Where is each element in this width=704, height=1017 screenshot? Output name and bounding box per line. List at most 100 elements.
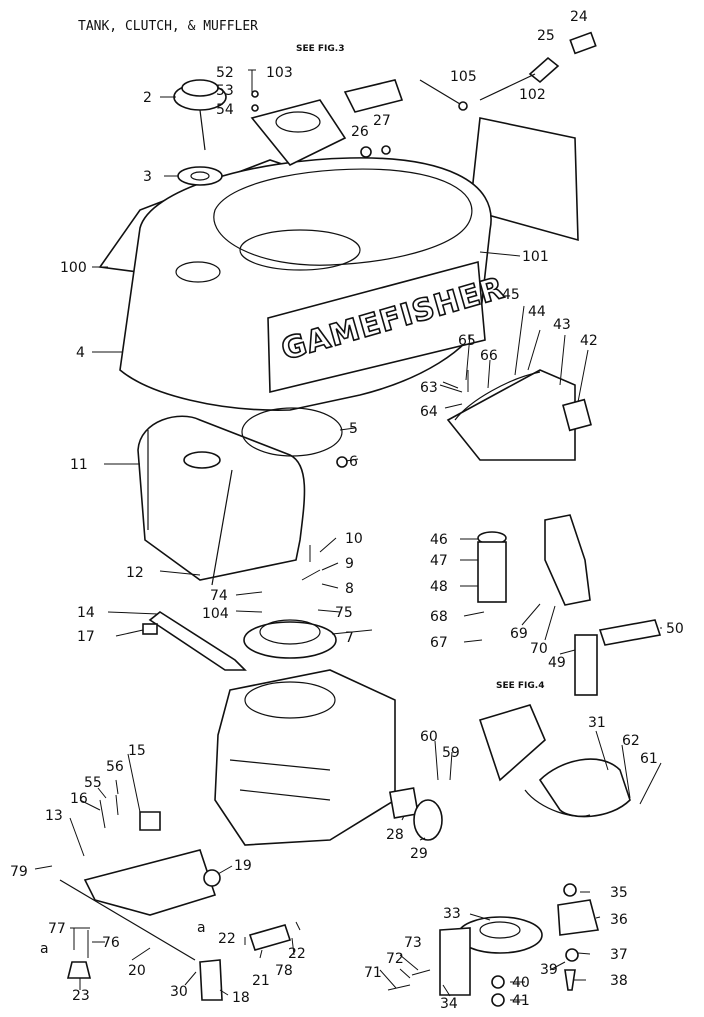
callout-46: 46 xyxy=(430,532,448,548)
arrow-a-left: a xyxy=(40,941,49,957)
sleeve-47-48 xyxy=(477,541,507,603)
pad-17 xyxy=(142,623,158,635)
callout-3: 3 xyxy=(143,169,152,185)
callout-45: 45 xyxy=(502,287,520,303)
callout-31: 31 xyxy=(588,715,606,731)
callout-12: 12 xyxy=(126,565,144,581)
fuel-cap-gasket-hole xyxy=(190,171,210,181)
callout-61: 61 xyxy=(640,751,658,767)
callout-9: 9 xyxy=(345,556,354,572)
starter-handle xyxy=(343,79,404,113)
see-fig-4-note: SEE FIG.4 xyxy=(496,681,544,691)
nut-23 xyxy=(66,961,92,979)
bolt-52 xyxy=(248,69,256,96)
callout-77: 77 xyxy=(48,921,66,937)
see-fig-3-note: SEE FIG.3 xyxy=(296,44,344,54)
washer-35 xyxy=(563,883,577,897)
callout-101: 101 xyxy=(522,249,549,265)
callout-60: 60 xyxy=(420,729,438,745)
callout-76: 76 xyxy=(102,935,120,951)
fuel-connector-line xyxy=(479,73,536,101)
washer-54 xyxy=(251,104,259,112)
cover-opening xyxy=(239,229,361,271)
callout-64: 64 xyxy=(420,404,438,420)
exhaust-pipe xyxy=(544,514,591,606)
callout-15: 15 xyxy=(128,743,146,759)
muffler-cover xyxy=(446,369,576,461)
callout-18: 18 xyxy=(232,990,250,1006)
callout-14: 14 xyxy=(77,605,95,621)
callout-74: 74 xyxy=(210,588,228,604)
callout-7: 7 xyxy=(345,630,354,646)
clutch-hub xyxy=(479,921,521,939)
fuel-cap-top xyxy=(181,79,219,97)
callout-21: 21 xyxy=(252,973,270,989)
callout-43: 43 xyxy=(553,317,571,333)
tank-straps xyxy=(147,430,233,586)
callout-23: 23 xyxy=(72,988,90,1004)
bracket-50 xyxy=(598,619,662,646)
callout-22b: 22 xyxy=(288,946,306,962)
callout-11: 11 xyxy=(70,457,88,473)
callout-47: 47 xyxy=(430,553,448,569)
callout-10: 10 xyxy=(345,531,363,547)
callout-53: 53 xyxy=(216,83,234,99)
callout-27: 27 xyxy=(373,113,391,129)
screws-71-73 xyxy=(387,969,431,991)
callout-16: 16 xyxy=(70,791,88,807)
sleeve-21 xyxy=(248,924,292,951)
callout-65: 65 xyxy=(458,333,476,349)
callout-62: 62 xyxy=(622,733,640,749)
screws-63-65 xyxy=(439,370,469,393)
callout-103: 103 xyxy=(266,65,293,81)
cylinder-bore xyxy=(244,681,336,719)
pad-15 xyxy=(139,811,161,831)
callout-20: 20 xyxy=(128,963,146,979)
callout-79: 79 xyxy=(10,864,28,880)
gasket-5 xyxy=(241,407,343,457)
callout-33: 33 xyxy=(443,906,461,922)
callout-70: 70 xyxy=(530,641,548,657)
callout-35: 35 xyxy=(610,885,628,901)
nut-40 xyxy=(491,975,505,989)
gasket-42 xyxy=(562,398,592,432)
callout-102: 102 xyxy=(519,87,546,103)
callout-19: 19 xyxy=(234,858,252,874)
washer-27 xyxy=(381,145,391,155)
pulley-hub xyxy=(259,619,321,645)
callout-29: 29 xyxy=(410,846,428,862)
muffler-elbow xyxy=(524,789,591,817)
tube-49 xyxy=(574,634,598,696)
carburetor xyxy=(478,704,546,782)
connector-25 xyxy=(528,56,560,84)
callout-25: 25 xyxy=(537,28,555,44)
washer-41 xyxy=(491,993,505,1007)
callout-labels: 24 25 52 103 105 102 2 53 54 26 27 3 101… xyxy=(10,9,684,1012)
callout-69: 69 xyxy=(510,626,528,642)
fill-hole xyxy=(175,261,221,283)
bolts-9-10 xyxy=(301,545,321,581)
callout-30: 30 xyxy=(170,984,188,1000)
gasket-28 xyxy=(388,787,420,819)
callout-54: 54 xyxy=(216,102,234,118)
callout-67: 67 xyxy=(430,635,448,651)
callout-5: 5 xyxy=(349,421,358,437)
choke-rod xyxy=(419,79,461,105)
callout-75: 75 xyxy=(335,605,353,621)
callout-36: 36 xyxy=(610,912,628,928)
strap-14 xyxy=(148,611,247,671)
callout-68: 68 xyxy=(430,609,448,625)
callout-55: 55 xyxy=(84,775,102,791)
intake-29 xyxy=(413,799,443,841)
callout-78: 78 xyxy=(275,963,293,979)
callout-50: 50 xyxy=(666,621,684,637)
callout-6: 6 xyxy=(349,454,358,470)
callout-39: 39 xyxy=(540,962,558,978)
callout-17: 17 xyxy=(77,629,95,645)
fuel-tank xyxy=(137,415,306,581)
engine-block xyxy=(214,669,396,846)
clutch-spring-36 xyxy=(557,899,600,936)
mount-plate-13 xyxy=(83,849,217,916)
